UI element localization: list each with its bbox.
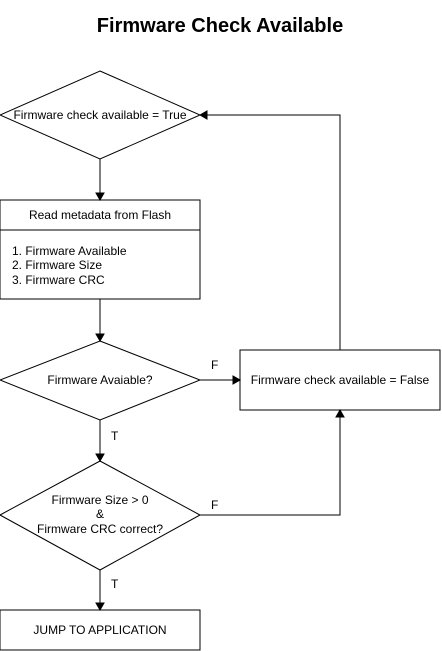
decision-firmware-available-label: Firmware Avaiable? bbox=[47, 373, 152, 387]
process-jump-to-application-label: JUMP TO APPLICATION bbox=[33, 623, 166, 637]
decision-firmware-available: Firmware Avaiable? bbox=[0, 340, 202, 421]
process-read-metadata-title: Read metadata from Flash bbox=[29, 208, 171, 222]
decision-size-crc-line: Firmware CRC correct? bbox=[37, 522, 163, 536]
metadata-item: 3. Firmware CRC bbox=[12, 273, 105, 287]
process-check-available-false-label: Firmware check available = False bbox=[251, 373, 430, 387]
process-read-metadata: Read metadata from Flash 1. Firmware Ava… bbox=[0, 199, 201, 300]
arrowhead bbox=[232, 375, 242, 385]
edge-label-false: F bbox=[211, 358, 218, 372]
metadata-item: 2. Firmware Size bbox=[12, 258, 102, 272]
edge-label-true: T bbox=[111, 429, 119, 443]
edge-true-to-read-metadata bbox=[95, 159, 105, 202]
edge-size-crc-true: T bbox=[95, 570, 119, 612]
decision-check-available-true: Firmware check available = True bbox=[0, 70, 202, 160]
edge-size-crc-false: F bbox=[200, 408, 345, 516]
arrowhead bbox=[335, 408, 345, 418]
decision-size-crc-line: & bbox=[96, 507, 104, 521]
edge-available-false: F bbox=[200, 358, 242, 385]
arrowhead bbox=[95, 333, 105, 343]
diagram-title: Firmware Check Available bbox=[97, 15, 343, 37]
process-check-available-false: Firmware check available = False bbox=[239, 349, 441, 411]
edge-label-true: T bbox=[111, 577, 119, 591]
arrowhead bbox=[95, 453, 105, 463]
edge-label-false: F bbox=[211, 498, 218, 512]
decision-size-crc-line: Firmware Size > 0 bbox=[51, 493, 148, 507]
edge-false-loop-to-true bbox=[198, 110, 341, 350]
process-jump-to-application: JUMP TO APPLICATION bbox=[0, 609, 201, 651]
edge-available-true: T bbox=[95, 420, 119, 463]
edge-read-metadata-to-available bbox=[95, 299, 105, 343]
decision-check-available-true-label: Firmware check available = True bbox=[13, 108, 186, 122]
decision-size-crc: Firmware Size > 0 & Firmware CRC correct… bbox=[0, 460, 202, 571]
metadata-item: 1. Firmware Available bbox=[12, 244, 127, 258]
arrowhead bbox=[95, 192, 105, 202]
arrowhead bbox=[198, 110, 208, 120]
arrowhead bbox=[95, 602, 105, 612]
